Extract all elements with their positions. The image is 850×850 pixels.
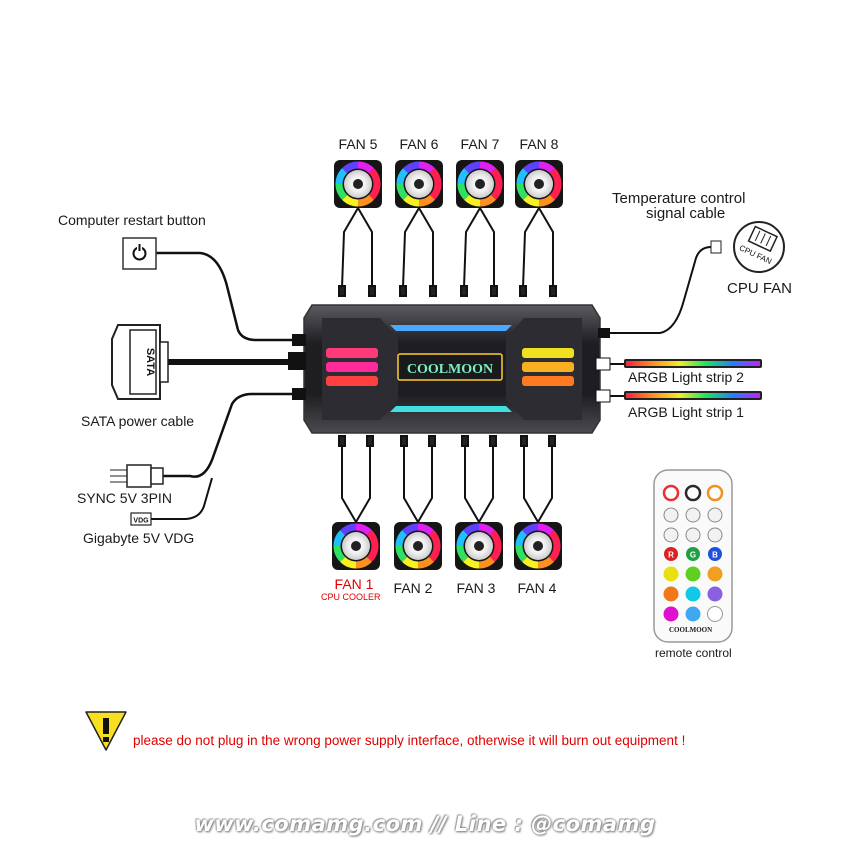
remote-color-swatch[interactable] bbox=[707, 586, 723, 602]
fan-7-label: FAN 7 bbox=[460, 136, 500, 152]
fan-bottom-4 bbox=[514, 522, 562, 570]
fan-top-2 bbox=[395, 160, 443, 208]
argb-strip-2-label: ARGB Light strip 2 bbox=[628, 369, 744, 385]
remote-color-swatch[interactable] bbox=[685, 606, 701, 622]
temp-label-line2: signal cable bbox=[646, 205, 726, 222]
remote-rgb-button-label: G bbox=[690, 551, 696, 560]
remote-color-swatch[interactable] bbox=[685, 586, 701, 602]
fan-6-label: FAN 6 bbox=[399, 136, 439, 152]
fan-5-label: FAN 5 bbox=[338, 136, 378, 152]
watermark: www.comamg.com // Line : @comamg bbox=[194, 812, 656, 836]
remote-rgb-button-label: R bbox=[668, 551, 674, 560]
remote-mode-button[interactable] bbox=[706, 484, 724, 502]
fan-4-label: FAN 4 bbox=[517, 580, 557, 596]
remote-label: remote control bbox=[655, 646, 732, 660]
remote-rgb-button[interactable] bbox=[664, 547, 678, 561]
argb-strip-1 bbox=[624, 391, 762, 400]
sync-label: SYNC 5V 3PIN bbox=[77, 490, 172, 506]
controller-hub: COOLMOON bbox=[303, 304, 601, 434]
warning-icon bbox=[85, 711, 127, 751]
remote-control-button[interactable] bbox=[663, 527, 679, 543]
argb-strip-2 bbox=[624, 359, 762, 368]
vdg-connector-text: VDG bbox=[133, 518, 149, 525]
sync-3pin-connector-icon bbox=[110, 464, 164, 488]
fan-1-sublabel: CPU COOLER bbox=[321, 592, 381, 602]
sata-connector-text: SATA bbox=[144, 348, 156, 376]
remote-control-button[interactable] bbox=[707, 527, 723, 543]
hub-right-ports bbox=[595, 328, 611, 403]
remote-play-button[interactable] bbox=[684, 484, 702, 502]
vdg-connector-icon: VDG bbox=[130, 512, 152, 526]
remote-rgb-button-label: B bbox=[712, 551, 718, 560]
hub-left-ports bbox=[288, 334, 306, 400]
fan-bottom-2 bbox=[394, 522, 442, 570]
fan-bottom-1 bbox=[332, 522, 380, 570]
temp-label-line1: Temperature control bbox=[612, 190, 746, 207]
fan-8-label: FAN 8 bbox=[519, 136, 559, 152]
remote-control-button[interactable] bbox=[685, 507, 701, 523]
remote-power-button[interactable] bbox=[662, 484, 680, 502]
remote-rgb-button[interactable] bbox=[686, 547, 700, 561]
remote-color-swatch[interactable] bbox=[663, 586, 679, 602]
sata-connector-icon: SATA bbox=[111, 324, 169, 400]
remote-brand: COOLMOON bbox=[669, 626, 713, 634]
hub-brand: COOLMOON bbox=[407, 362, 493, 377]
restart-button-icon bbox=[122, 237, 157, 270]
fan-1-label: FAN 1 bbox=[334, 576, 374, 592]
fans bbox=[332, 160, 563, 570]
sata-label: SATA power cable bbox=[81, 413, 195, 429]
restart-label: Computer restart button bbox=[58, 212, 206, 228]
warning-text: please do not plug in the wrong power su… bbox=[133, 733, 686, 748]
remote-color-swatch[interactable] bbox=[707, 566, 723, 582]
fan-3-label: FAN 3 bbox=[456, 580, 496, 596]
fan-top-3 bbox=[456, 160, 504, 208]
remote-control-button[interactable] bbox=[663, 507, 679, 523]
remote-control-button[interactable] bbox=[685, 527, 701, 543]
fan-bottom-3 bbox=[455, 522, 503, 570]
remote-control-button[interactable] bbox=[707, 507, 723, 523]
fan-top-1 bbox=[334, 160, 382, 208]
fan-top-4 bbox=[515, 160, 563, 208]
remote-color-swatch[interactable] bbox=[707, 606, 723, 622]
remote-color-swatch[interactable] bbox=[663, 606, 679, 622]
cpu-fan-icon: CPU FAN bbox=[733, 221, 785, 273]
cpu-fan-label: CPU FAN bbox=[727, 280, 793, 297]
vdg-label: Gigabyte 5V VDG bbox=[83, 530, 195, 546]
argb-strip-1-label: ARGB Light strip 1 bbox=[628, 404, 744, 420]
temp-signal-plug bbox=[710, 240, 722, 254]
cables bbox=[151, 207, 712, 523]
remote-color-swatch[interactable] bbox=[685, 566, 701, 582]
remote-rgb-button[interactable] bbox=[708, 547, 722, 561]
fan-2-label: FAN 2 bbox=[393, 580, 433, 596]
remote-color-swatch[interactable] bbox=[663, 566, 679, 582]
